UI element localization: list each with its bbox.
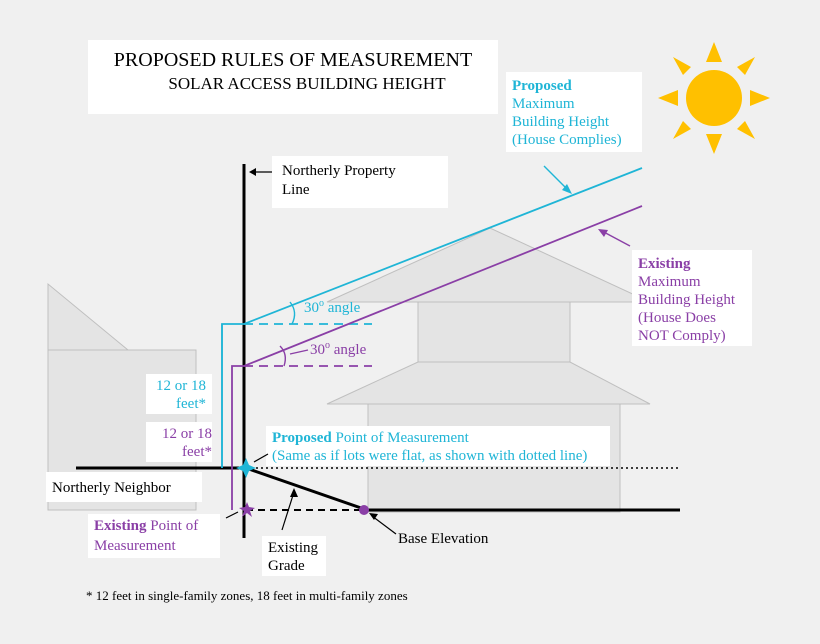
svg-text:12 or 18: 12 or 18 — [162, 426, 212, 442]
svg-text:feet*: feet* — [182, 444, 212, 460]
base-elevation-arrowhead — [369, 513, 378, 520]
base-elevation-label: Base Elevation — [398, 531, 489, 547]
height-proposed-label-bg — [146, 374, 212, 414]
right-house-lower-roof — [326, 361, 651, 405]
svg-text:Northerly Property: Northerly Property — [282, 163, 396, 179]
svg-text:Proposed Point of Measurement: Proposed Point of Measurement — [272, 430, 470, 446]
svg-text:Maximum: Maximum — [638, 274, 701, 290]
title-box — [88, 40, 498, 114]
existing-grade-slope — [245, 466, 365, 511]
proposed-height-arrowhead — [562, 184, 572, 194]
angle-label-proposed: 30o angle — [304, 298, 361, 316]
sun-icon — [658, 42, 770, 154]
property-line-arrowhead — [249, 168, 256, 176]
existing-grade-label: Existing Grade — [268, 540, 319, 574]
neighbor-label: Northerly Neighbor — [52, 480, 171, 496]
proposed-point-label-bg — [266, 426, 610, 466]
svg-text:Building Height: Building Height — [512, 114, 610, 130]
existing-point-marker — [239, 502, 255, 517]
neighbor-label-bg — [46, 472, 202, 502]
svg-text:(Same as if lots were flat, as: (Same as if lots were flat, as shown wit… — [272, 448, 587, 464]
existing-height-label: Existing Maximum Building Height (House … — [638, 256, 736, 344]
svg-text:NOT Comply): NOT Comply) — [638, 328, 726, 344]
angle-label-existing: 30o angle — [310, 340, 367, 358]
property-line-label-bg — [272, 156, 448, 208]
property-line-label: Northerly Property Line — [282, 163, 396, 198]
svg-text:(House Complies): (House Complies) — [512, 132, 622, 148]
svg-text:Existing Point of: Existing Point of — [94, 518, 198, 534]
svg-text:Building Height: Building Height — [638, 292, 736, 308]
proposed-height-label-bg — [506, 72, 642, 152]
svg-text:(House Does: (House Does — [638, 310, 716, 326]
title-line1: PROPOSED RULES OF MEASUREMENT — [114, 49, 472, 71]
existing-height-label-bg — [632, 250, 752, 346]
svg-text:Existing: Existing — [638, 256, 691, 272]
svg-text:12 or 18: 12 or 18 — [156, 378, 206, 394]
existing-height-arrowhead — [598, 229, 608, 237]
grade-arrowhead — [290, 488, 298, 497]
footnote: * 12 feet in single-family zones, 18 fee… — [86, 588, 408, 603]
svg-text:Measurement: Measurement — [94, 538, 176, 554]
height-label-proposed: 12 or 18 feet* — [156, 378, 206, 412]
proposed-point-marker — [236, 458, 256, 478]
svg-text:Maximum: Maximum — [512, 96, 575, 112]
base-elevation-point — [359, 505, 369, 515]
right-house-upper-roof — [326, 227, 651, 303]
svg-text:feet*: feet* — [176, 396, 206, 412]
proposed-point-label: Proposed Point of Measurement (Same as i… — [272, 430, 587, 464]
left-house-roof — [47, 282, 130, 351]
existing-lines — [231, 205, 643, 510]
height-existing-label-bg — [146, 422, 212, 462]
existing-grade-label-bg — [262, 536, 326, 576]
svg-text:Existing: Existing — [268, 540, 319, 556]
svg-text:Line: Line — [282, 182, 310, 198]
svg-text:Proposed: Proposed — [512, 78, 572, 94]
height-label-existing: 12 or 18 feet* — [162, 426, 212, 460]
svg-text:Grade: Grade — [268, 558, 305, 574]
proposed-height-label: Proposed Maximum Building Height (House … — [512, 78, 622, 148]
title-line2: SOLAR ACCESS BUILDING HEIGHT — [168, 74, 446, 93]
existing-point-label-bg — [88, 514, 220, 558]
existing-point-label: Existing Point of Measurement — [94, 518, 198, 554]
